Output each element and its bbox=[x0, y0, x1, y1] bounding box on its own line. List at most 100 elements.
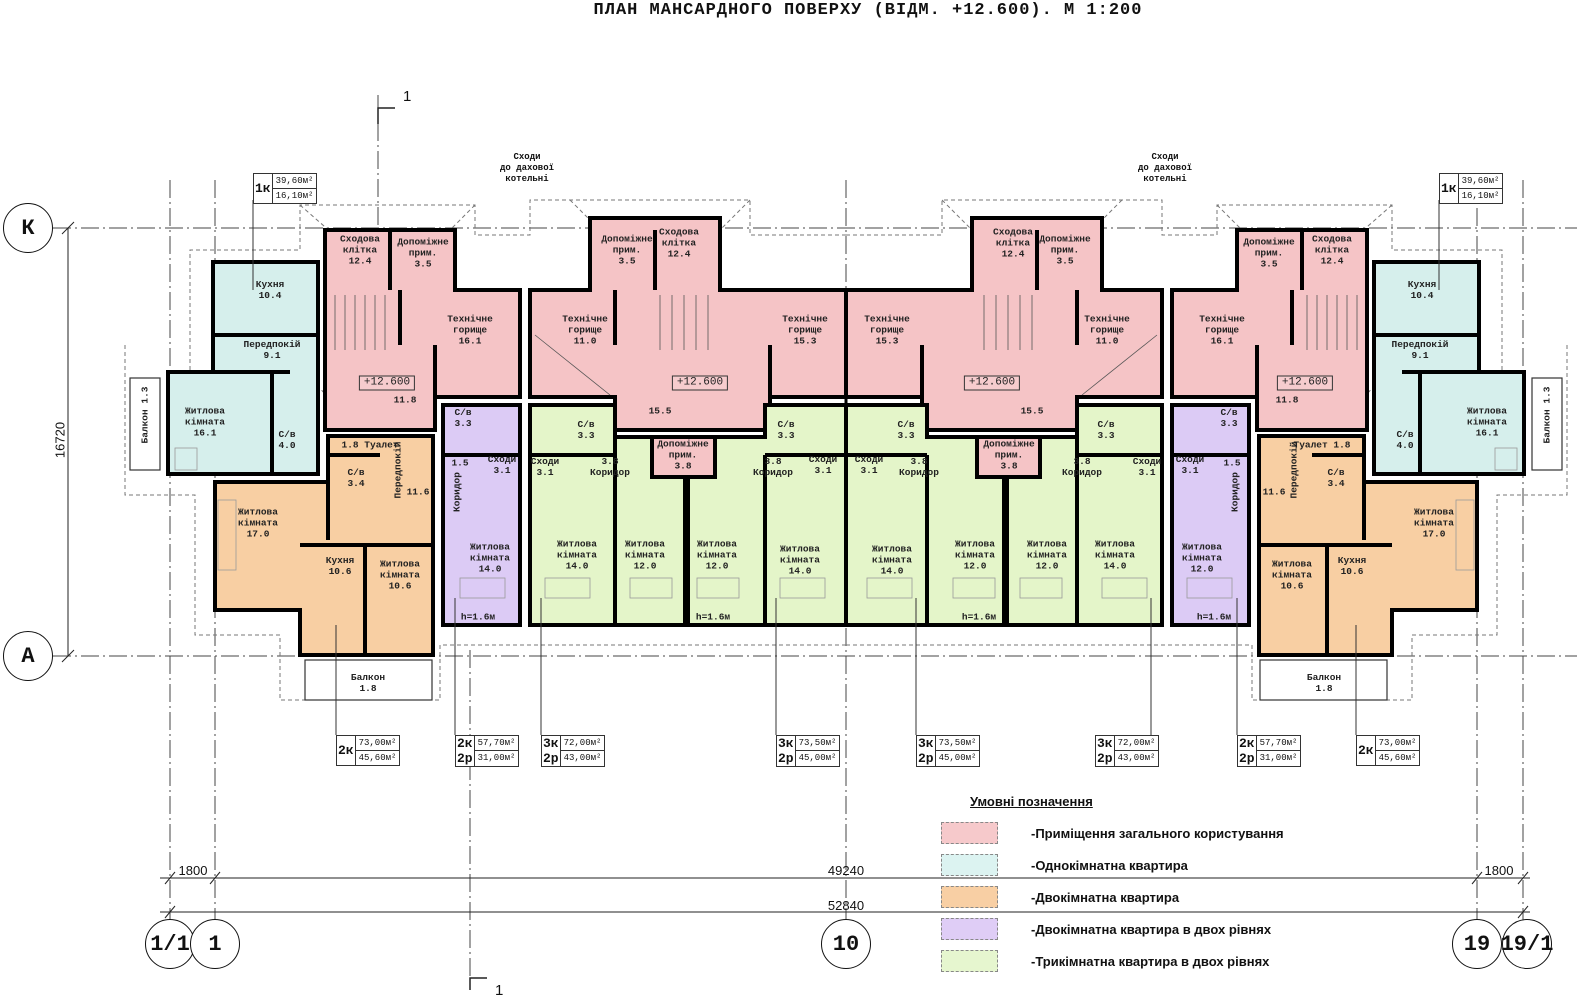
room-label: Технічне горище 11.0 bbox=[562, 313, 608, 347]
room-label: 3.8 Коридор bbox=[1062, 456, 1102, 478]
room-label: Кухня 10.4 bbox=[255, 279, 285, 301]
legend-swatch bbox=[941, 950, 998, 972]
room-label: h=1.6м bbox=[1196, 611, 1232, 623]
total-area: 72,00м² bbox=[1117, 738, 1156, 748]
living-area: 16,10м² bbox=[1458, 188, 1503, 203]
room-label: Сходи 3.1 bbox=[487, 454, 517, 476]
dimension-lines bbox=[61, 107, 1530, 990]
room-label: +12.600 bbox=[671, 375, 729, 391]
room-label: 11.6 bbox=[1262, 486, 1286, 498]
room-label: Житлова кімната 16.1 bbox=[1467, 405, 1507, 439]
room-label: Сходи 3.1 bbox=[530, 456, 560, 478]
total-area: 72,00м² bbox=[563, 738, 602, 748]
type-code: 3к bbox=[778, 736, 794, 751]
living-area: 45,00м² bbox=[935, 750, 980, 765]
room-label: 3.8 Коридор bbox=[753, 456, 793, 478]
type-code: 3к bbox=[1097, 736, 1113, 751]
interior-walls bbox=[213, 230, 846, 655]
stairs bbox=[334, 295, 709, 396]
room-label: 1.5 bbox=[451, 457, 469, 469]
room-label: Кухня 10.4 bbox=[1407, 279, 1437, 301]
room-label: Сходова клітка 12.4 bbox=[340, 233, 380, 267]
room-label: С/в 4.0 bbox=[278, 429, 296, 451]
room-label: 15.5 bbox=[648, 405, 672, 417]
total-area: 73,50м² bbox=[798, 738, 837, 748]
type-code: 2р bbox=[1239, 751, 1255, 766]
room-label: Житлова кімната 14.0 bbox=[780, 543, 820, 577]
type-code: 2к bbox=[457, 736, 473, 751]
room-label: Коридор bbox=[1229, 472, 1241, 512]
type-code: 2р bbox=[778, 751, 794, 766]
balcony-bottom bbox=[304, 659, 433, 701]
room-label: Допоміжне прим. 3.5 bbox=[601, 233, 653, 267]
legend-item-one-room: -Однокімнатна квартира bbox=[941, 854, 1188, 876]
drawing-title: ПЛАН МАНСАРДНОГО ПОВЕРХУ (ВІДМ. +12.600)… bbox=[593, 1, 1143, 20]
apartment-type: 1к bbox=[1440, 174, 1459, 203]
room-label: Житлова кімната 17.0 bbox=[1414, 506, 1454, 540]
type-code: 2р bbox=[918, 751, 934, 766]
room-label: Технічне горище 16.1 bbox=[447, 313, 493, 347]
room-label: Житлова кімната 14.0 bbox=[470, 541, 510, 575]
room-label: С/в 3.4 bbox=[347, 467, 365, 489]
legend-item-three-room-duplex: -Трикімнатна квартира в двох рівнях bbox=[941, 950, 1269, 972]
room-label: h=1.6м bbox=[695, 611, 731, 623]
room-label: +12.600 bbox=[1276, 375, 1334, 391]
room-label: Передпокій bbox=[392, 441, 404, 499]
room-label: Передпокій bbox=[1288, 441, 1300, 499]
legend-swatch bbox=[941, 886, 998, 908]
room-label: Допоміжне прим. 3.5 bbox=[1039, 233, 1091, 267]
living-area: 43,00м² bbox=[560, 750, 605, 765]
total-area: 39,60м² bbox=[275, 176, 314, 186]
common-area-left bbox=[323, 228, 522, 432]
type-code: 3к bbox=[543, 736, 559, 751]
living-area: 45,60м² bbox=[1375, 750, 1420, 765]
room-label: С/в 3.3 bbox=[1097, 419, 1115, 441]
total-area: 57,70м² bbox=[1259, 738, 1298, 748]
room-label: С/в 3.3 bbox=[454, 407, 472, 429]
room-label: Балкон 1.8 bbox=[1306, 672, 1342, 694]
room-label: Технічне горище 11.0 bbox=[1084, 313, 1130, 347]
room-label: Житлова кімната 17.0 bbox=[238, 506, 278, 540]
plan-right-half bbox=[844, 198, 1569, 737]
legend-swatch bbox=[941, 822, 998, 844]
legend-label: -Приміщення загального користування bbox=[1031, 825, 1284, 841]
room-label: Сходова клітка 12.4 bbox=[659, 226, 699, 260]
room-label: Житлова кімната 12.0 bbox=[1027, 538, 1067, 572]
axis-marker-19: 19 bbox=[1452, 919, 1502, 969]
legend-swatch bbox=[941, 918, 998, 940]
room-label: Допоміжне прим. 3.8 bbox=[657, 438, 709, 472]
legend-label: -Двокімнатна квартира bbox=[1031, 889, 1180, 905]
living-area: 43,00м² bbox=[1114, 750, 1159, 765]
room-label: С/в 3.3 bbox=[577, 419, 595, 441]
legend-item-two-room: -Двокімнатна квартира bbox=[941, 886, 1179, 908]
stairs-boiler-note-right: Сходи до дахової котельні bbox=[1137, 152, 1193, 184]
room-label: Сходи 3.1 bbox=[854, 454, 884, 476]
room-label: С/в 3.3 bbox=[1220, 407, 1238, 429]
plan-left-half bbox=[124, 199, 848, 735]
room-label: 1.5 bbox=[1223, 457, 1241, 469]
apartment-type: 2к bbox=[337, 736, 356, 765]
room-label: С/в 3.3 bbox=[897, 419, 915, 441]
apartment-type: 1к bbox=[254, 174, 273, 203]
room-label: +12.600 bbox=[358, 375, 416, 391]
dimension-right: 1800 bbox=[1484, 863, 1514, 878]
room-label: С/в 3.4 bbox=[1327, 467, 1345, 489]
room-label: 11.6 bbox=[406, 486, 430, 498]
legend-item-common: -Приміщення загального користування bbox=[941, 822, 1284, 844]
room-label: Технічне горище 15.3 bbox=[864, 313, 910, 347]
room-label: Житлова кімната 10.6 bbox=[1272, 558, 1312, 592]
room-label: С/в 4.0 bbox=[1396, 429, 1414, 451]
